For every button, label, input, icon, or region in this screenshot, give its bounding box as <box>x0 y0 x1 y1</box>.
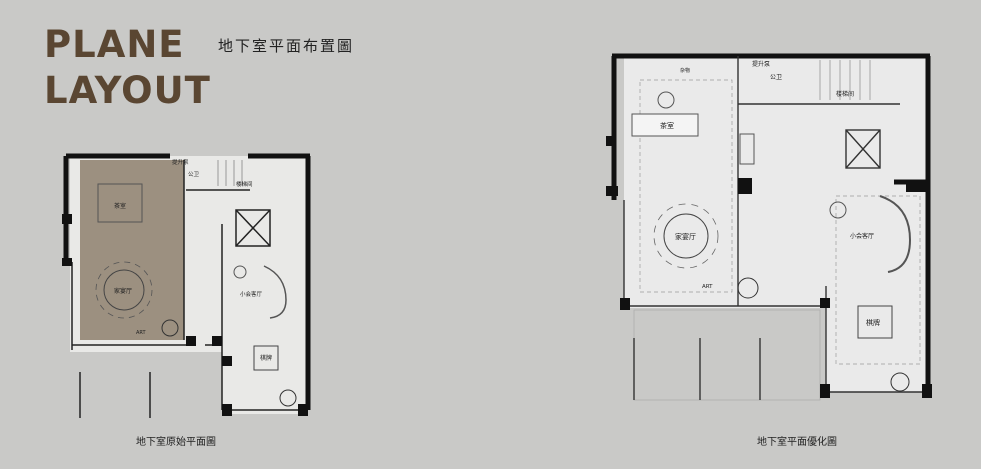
right-label-lounge: 小会客厅 <box>850 232 874 240</box>
page-title: PLANE LAYOUT <box>44 22 211 114</box>
right-armchair <box>829 201 847 219</box>
right-plant <box>890 372 910 392</box>
right-dashed-zones <box>639 79 921 365</box>
left-columns <box>62 214 308 416</box>
title-line-1: PLANE <box>44 23 185 66</box>
right-tea-counter <box>631 113 699 137</box>
right-lounge-floor <box>826 186 930 392</box>
left-lounge-floor <box>222 224 308 414</box>
left-plant <box>279 389 297 407</box>
left-label-restroom: 公卫 <box>188 171 200 178</box>
right-columns <box>606 136 932 398</box>
left-label-art: ART <box>136 330 147 336</box>
right-dining-table <box>663 213 709 259</box>
left-plan-caption: 地下室原始平面圖 <box>136 437 216 448</box>
left-label-chess: 棋牌 <box>260 354 272 362</box>
left-label-tea-room: 茶室 <box>114 202 126 210</box>
left-dining-chairs <box>95 261 153 319</box>
left-plant-art <box>161 319 179 337</box>
right-label-lift: 提升泵 <box>752 60 770 68</box>
right-plant-art <box>737 277 759 299</box>
left-armchair <box>233 265 247 279</box>
right-garden-area <box>633 309 821 401</box>
left-chess-table <box>253 345 279 371</box>
right-label-tea-room: 茶室 <box>660 121 674 130</box>
right-label-storage: 杂物 <box>680 67 690 74</box>
right-label-stair: 楼梯间 <box>836 90 854 98</box>
left-thin-walls <box>71 160 308 418</box>
left-tea-table <box>97 183 143 223</box>
right-label-banquet: 家宴厅 <box>675 232 696 241</box>
right-tea-chair <box>657 91 675 109</box>
left-floor-plan: 提升泵 公卫 楼梯间 茶室 家宴厅 ART 小会客厅 棋牌 <box>62 153 311 418</box>
left-label-stair: 楼梯间 <box>236 180 253 188</box>
right-plan-caption: 地下室平面優化圖 <box>757 437 837 448</box>
left-stairs <box>217 160 243 186</box>
title-line-2: LAYOUT <box>44 69 211 112</box>
left-highlight-area <box>80 160 184 340</box>
left-dining-table <box>103 269 145 311</box>
right-floor-plan: 杂物 提升泵 公卫 楼梯间 茶室 家宴厅 ART 小会客厅 棋牌 <box>606 53 932 401</box>
left-label-lounge: 小会客厅 <box>240 290 263 298</box>
left-sofa <box>263 265 287 319</box>
left-label-lift: 提升泵 <box>172 158 189 166</box>
right-label-chess: 棋牌 <box>866 318 880 327</box>
right-chess-table <box>857 305 893 339</box>
right-dining-chairs <box>653 203 719 269</box>
left-label-banquet: 家宴厅 <box>114 287 132 295</box>
right-label-restroom: 公卫 <box>770 74 782 81</box>
right-label-art: ART <box>702 284 713 290</box>
right-counter <box>739 133 755 165</box>
left-walls <box>63 153 311 410</box>
page-subtitle: 地下室平面布置圖 <box>218 37 355 55</box>
right-stairs <box>819 60 871 100</box>
right-sofa <box>879 195 912 273</box>
